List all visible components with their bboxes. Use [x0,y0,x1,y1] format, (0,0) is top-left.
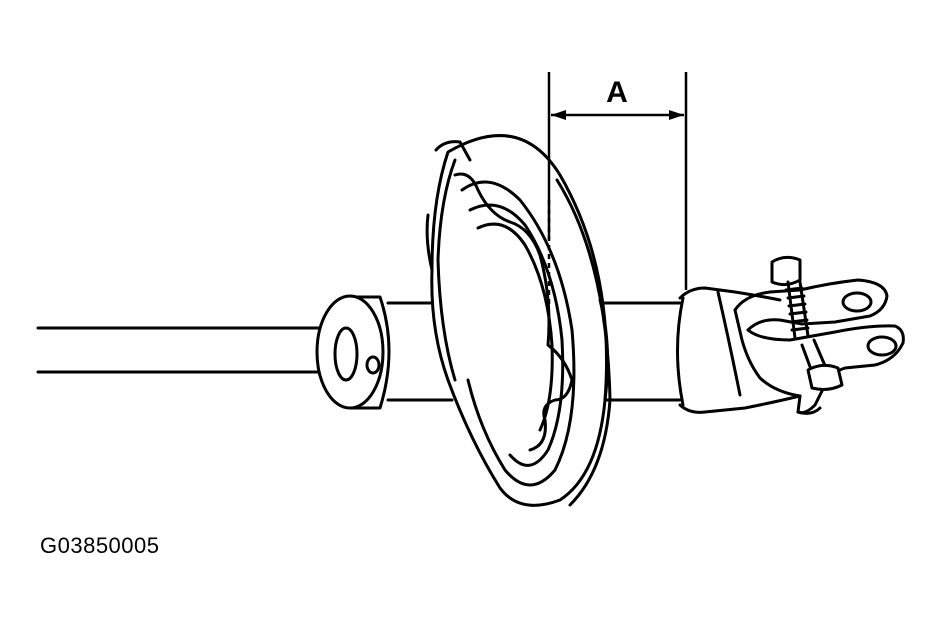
dimension-label: A [606,76,628,109]
piston-rod [36,326,340,374]
spring-seat [425,134,612,507]
mounting-bracket [733,255,905,415]
left-arrowhead [551,110,566,120]
figure-code: G03850005 [40,533,160,558]
strut-body [386,286,822,415]
right-arrowhead [669,110,684,120]
dimension-a [547,72,688,305]
rod-end-cap [315,294,391,410]
